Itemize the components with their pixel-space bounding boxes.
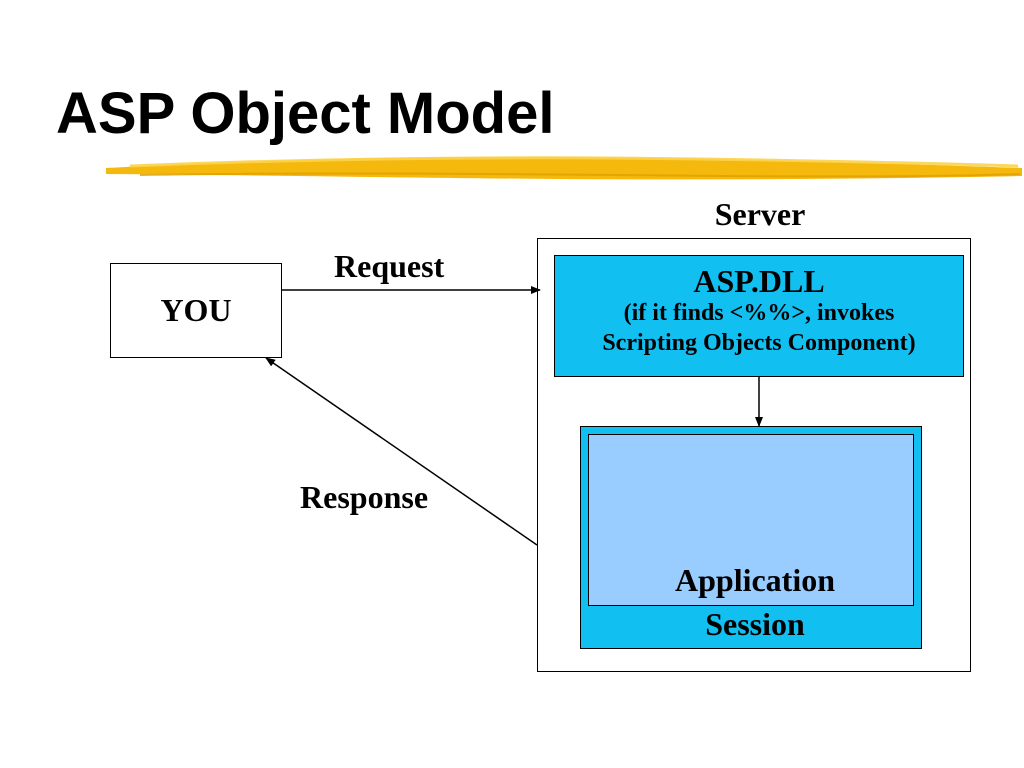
response-arrow [265, 357, 538, 546]
session-label: Session [705, 606, 805, 642]
asp-dll-title: ASP.DLL [693, 263, 825, 299]
server-label: Server [714, 196, 806, 232]
asp-dll-description-line2: Scripting Objects Component) [602, 330, 916, 356]
application-label: Application [674, 562, 836, 598]
slide-title: ASP Object Model [56, 81, 555, 146]
client-label: YOU [160, 292, 232, 328]
application-object-box [588, 434, 914, 606]
request-label: Request [334, 248, 445, 284]
client-box: YOU [110, 263, 282, 358]
response-label: Response [300, 479, 429, 515]
asp-dll-box: ASP.DLL (if it finds <%%>, invokes Scrip… [554, 255, 964, 377]
asp-dll-description-line1: (if it finds <%%>, invokes [623, 300, 895, 326]
title-underline-brushstroke [106, 156, 1022, 180]
